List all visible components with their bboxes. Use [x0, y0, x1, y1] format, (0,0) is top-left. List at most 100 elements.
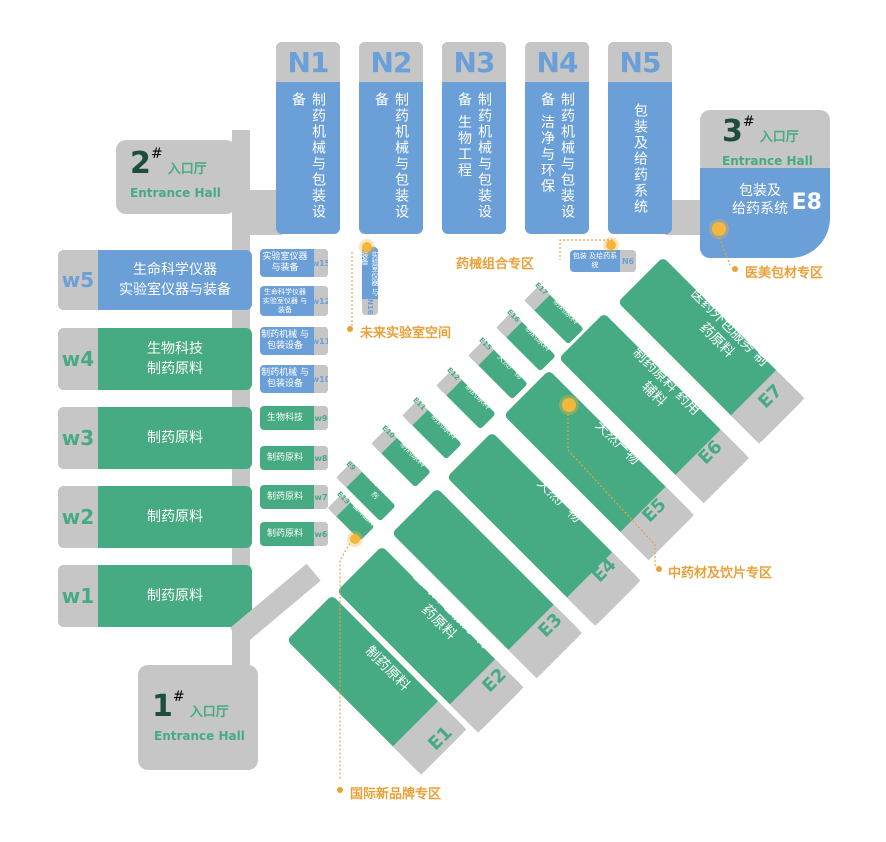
hall-e13[interactable] — [327, 494, 375, 541]
hall-label: 制药机械与包装设备 — [290, 92, 326, 220]
hall-n5[interactable]: N5 包装及给药系统 — [608, 42, 672, 234]
hall-label: 包装 及给药系统 — [572, 252, 618, 269]
zone-leader-line — [559, 239, 613, 260]
hall-w3[interactable]: w3 制药原料 — [58, 407, 252, 469]
hall-e1[interactable] — [287, 595, 467, 775]
entrance-sup: # — [172, 689, 185, 705]
zone-future-lab[interactable]: 未来实验室空间 — [360, 326, 452, 341]
zone-dot — [347, 326, 353, 332]
zone-tcm[interactable]: 中药材及饮片专区 — [668, 566, 773, 581]
hall-w10[interactable]: 制药机械 与包装设备 w10 — [260, 365, 328, 393]
zone-intl-brand[interactable]: 国际新品牌专区 — [350, 787, 442, 802]
hall-label-line1: 生物科技 — [147, 341, 203, 357]
entrance-en: Entrance Hall — [130, 186, 221, 200]
hall-code: w3 — [58, 407, 98, 469]
hall-e2[interactable] — [337, 546, 524, 733]
hall-w11[interactable]: 制药机械 与包装设备 w11 — [260, 327, 328, 355]
hall-label: 生命科学仪器 实验室仪器 与装备 — [262, 287, 308, 314]
hall-n3[interactable]: N3 制药机械与包装设备 生物工程 — [442, 42, 506, 234]
hall-code: w6 — [314, 522, 328, 546]
hall-e11[interactable] — [402, 400, 461, 459]
hall-w12[interactable]: 生命科学仪器 实验室仪器 与装备 w12 — [260, 286, 328, 316]
hall-e10[interactable] — [371, 428, 430, 487]
hall-label: 生物科技制药原料 — [98, 328, 252, 390]
entrance-number: 2 — [130, 146, 151, 181]
lightbulb-icon — [606, 240, 616, 250]
hall-n16[interactable]: 实验室仪器 与装备 N16 — [362, 247, 378, 315]
hall-code: w12 — [312, 286, 328, 316]
hall-e6[interactable] — [559, 313, 749, 504]
hall-w15[interactable]: 实验室仪器 与装备 w15 — [260, 249, 328, 277]
zone-machine-combo[interactable]: 药械组合专区 — [456, 257, 535, 272]
hall-label: 制药原料 — [147, 588, 203, 604]
hall-w9[interactable]: 生物科技 w9 — [260, 406, 328, 430]
entrance-number: 1 — [152, 689, 173, 724]
entrance-en: Entrance Hall — [154, 729, 245, 743]
hall-w4[interactable]: w4 生物科技制药原料 — [58, 328, 252, 390]
lightbulb-icon — [712, 222, 726, 236]
hall-e12[interactable] — [436, 370, 495, 429]
hall-code: w15 — [312, 249, 328, 277]
hall-label: 制药原料 — [266, 491, 303, 502]
hall-code: N4 — [525, 42, 589, 82]
hall-e15[interactable] — [468, 340, 527, 399]
entrance-number: 3 — [722, 114, 743, 149]
hall-e17[interactable] — [524, 285, 583, 344]
hall-n1[interactable]: N1 制药机械与包装设备 — [276, 42, 340, 234]
hall-code: w11 — [312, 327, 328, 355]
hall-w6[interactable]: 制药原料 w6 — [260, 522, 328, 546]
hall-label-line1: 生命科学仪器 — [133, 262, 217, 278]
hall-code: w7 — [314, 485, 328, 509]
lightbulb-icon — [350, 534, 360, 544]
hall-code: N3 — [442, 42, 506, 82]
hall-code: N2 — [359, 42, 423, 82]
hall-n2[interactable]: N2 制药机械与包装设备 — [359, 42, 423, 234]
hall-label: 制药机械 与包装设备 — [261, 330, 309, 351]
hall-label: 制药机械与包装设备 洁净与环保 — [539, 92, 575, 220]
hall-code: w5 — [58, 250, 98, 310]
entrance-hall-3[interactable]: 3# 入口厅 Entrance Hall — [700, 110, 830, 175]
zone-med-beauty[interactable]: 医美包材专区 — [745, 266, 824, 281]
hall-label: 制药原料 — [266, 452, 303, 463]
zone-dot — [656, 566, 662, 572]
hall-code: N5 — [608, 42, 672, 82]
zone-leader-line — [339, 539, 353, 780]
entrance-hall-1[interactable]: 1# 入口厅 Entrance Hall — [138, 665, 258, 770]
hall-code: w10 — [312, 365, 328, 393]
hall-w2[interactable]: w2 制药原料 — [58, 486, 252, 548]
hall-w5[interactable]: w5 生命科学仪器实验室仪器与装备 — [58, 250, 252, 310]
hall-w1[interactable]: w1 制药原料 — [58, 565, 252, 627]
hall-e3[interactable] — [392, 488, 582, 679]
lightbulb-icon — [362, 242, 372, 252]
hall-n6[interactable]: 包装 及给药系统 N6 — [570, 250, 636, 272]
zone-dot — [337, 787, 343, 793]
hall-label: 制药机械与包装设备 生物工程 — [456, 92, 492, 220]
hall-e16[interactable] — [496, 312, 555, 371]
corridor-n-link — [232, 190, 282, 235]
hall-w8[interactable]: 制药原料 w8 — [260, 446, 328, 470]
hall-label: 包装及给药系统 — [632, 103, 648, 215]
hall-w7[interactable]: 制药原料 w7 — [260, 485, 328, 509]
hall-label: 制药原料 — [266, 528, 303, 539]
hall-e7[interactable] — [618, 257, 805, 444]
zone-leader-line — [567, 410, 656, 568]
hall-label-line2: 制药原料 — [147, 361, 203, 377]
hall-label: 制药机械与包装设备 — [373, 92, 409, 220]
entrance-hall-2[interactable]: 2# 入口厅 Entrance Hall — [116, 140, 236, 214]
entrance-en: Entrance Hall — [722, 154, 813, 168]
hall-e5[interactable] — [504, 370, 694, 561]
hall-label: 制药原料 — [147, 430, 203, 446]
hall-label: 实验室仪器 与装备 — [362, 251, 378, 296]
hall-e4[interactable] — [447, 432, 641, 626]
entrance-cn: 入口厅 — [759, 130, 799, 145]
hall-label: 生命科学仪器实验室仪器与装备 — [98, 250, 252, 310]
hall-code: w4 — [58, 328, 98, 390]
hall-label-line2: 实验室仪器与装备 — [119, 282, 231, 298]
hall-e9[interactable] — [336, 462, 395, 521]
hall-label: 实验室仪器 与装备 — [262, 252, 308, 273]
hall-label: 制药原料 — [147, 509, 203, 525]
entrance-cn: 入口厅 — [189, 705, 229, 720]
hall-code: w9 — [314, 406, 328, 430]
hall-n4[interactable]: N4 制药机械与包装设备 洁净与环保 — [525, 42, 589, 234]
